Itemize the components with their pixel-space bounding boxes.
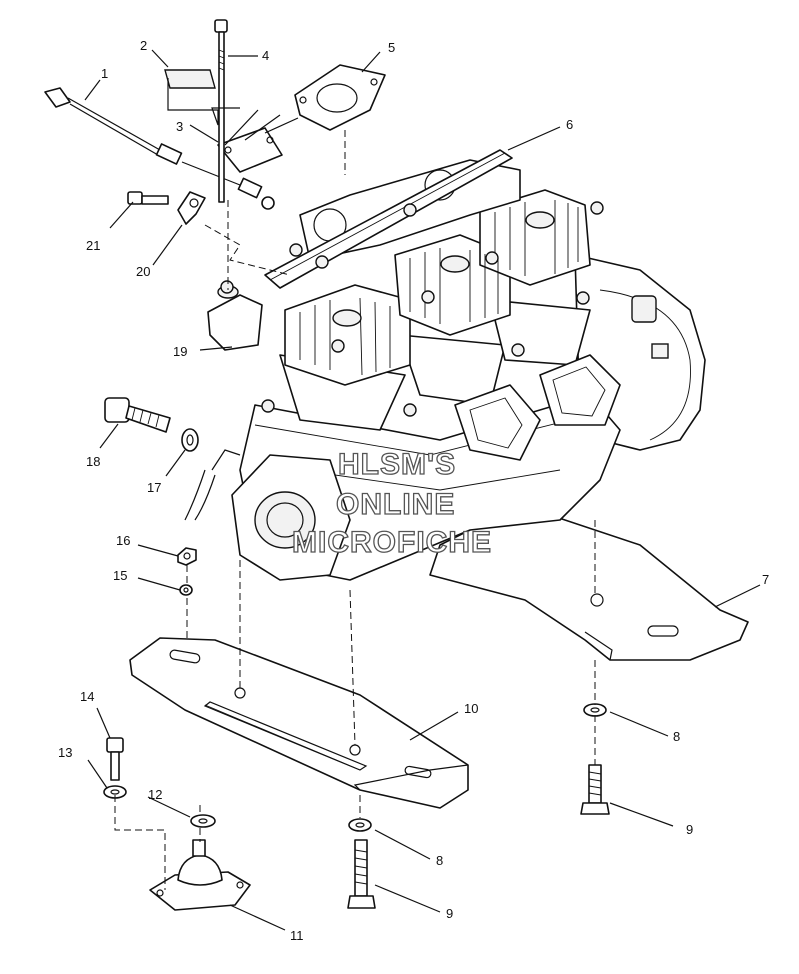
washer-13	[103, 785, 127, 799]
adjuster-fitting	[237, 177, 275, 210]
callout-9a: 9	[686, 822, 693, 837]
engine-block	[207, 149, 706, 581]
washer-8-right	[583, 703, 607, 717]
callout-16: 16	[116, 533, 130, 548]
washer-8-center	[348, 818, 372, 832]
watermark-line-1: HLSM'S	[338, 448, 456, 481]
callout-11: 11	[290, 928, 304, 943]
bolt-14	[106, 737, 124, 781]
callout-19: 19	[173, 344, 187, 359]
engine-mount-plate-7	[429, 504, 749, 661]
watermark-line-2: ONLINE	[336, 488, 455, 521]
callout-2: 2	[140, 38, 147, 53]
callout-7: 7	[762, 572, 769, 587]
callout-1: 1	[101, 66, 108, 81]
callout-6: 6	[566, 117, 573, 132]
callout-5: 5	[388, 40, 395, 55]
washer-17	[181, 428, 199, 452]
bolt-18	[104, 397, 171, 433]
cable-bracket-3	[217, 109, 299, 173]
callout-14: 14	[80, 689, 94, 704]
bolt-9-right	[580, 764, 610, 815]
engine-mount-plate-10	[129, 637, 469, 809]
gasket-5	[294, 64, 386, 131]
rubber-mount-11	[149, 839, 251, 911]
washer-12	[190, 814, 216, 828]
bolt-21	[127, 191, 169, 205]
washer-15	[179, 584, 193, 596]
ground-strap	[184, 449, 241, 521]
callout-20: 20	[136, 264, 150, 279]
nut-16	[177, 547, 197, 566]
decal-2	[164, 69, 216, 89]
callout-18: 18	[86, 454, 100, 469]
leader-lines	[84, 49, 761, 931]
callout-15: 15	[113, 568, 127, 583]
clip-20	[177, 191, 206, 225]
bolt-9-center	[347, 839, 376, 909]
assembly-centerlines	[114, 130, 596, 890]
throttle-cable-1	[44, 87, 241, 186]
long-bolt-4	[214, 19, 228, 203]
watermark-line-3: MICROFICHE	[292, 526, 492, 559]
callout-13: 13	[58, 745, 72, 760]
callout-3: 3	[176, 119, 183, 134]
callout-9b: 9	[446, 906, 453, 921]
callout-4: 4	[262, 48, 269, 63]
callout-8b: 8	[436, 853, 443, 868]
callout-21: 21	[86, 238, 100, 253]
callout-10: 10	[464, 701, 478, 716]
callout-17: 17	[147, 480, 161, 495]
callout-8a: 8	[673, 729, 680, 744]
callout-12: 12	[148, 787, 162, 802]
